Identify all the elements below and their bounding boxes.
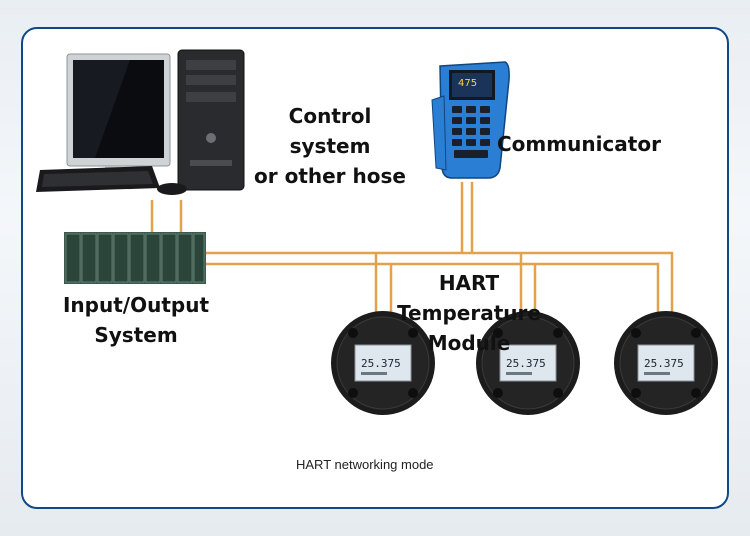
mouse-icon <box>157 183 187 195</box>
module-label: HART Temperature Module <box>366 268 572 358</box>
communicator-screen-text: 475 <box>458 78 477 89</box>
bus-line-1 <box>206 251 674 322</box>
keyboard <box>36 166 160 192</box>
control-system-line2: or other hose <box>254 164 406 188</box>
io-system-label: Input/Output System <box>62 290 210 350</box>
control-system-line1: Control system <box>288 104 372 158</box>
temperature-module-2: 25.375 <box>476 311 580 415</box>
io-rack <box>64 232 206 284</box>
io-line1: Input/Output <box>62 293 209 317</box>
control-system-label: Control system or other hose <box>250 101 410 191</box>
module-2-reading: 25.375 <box>506 357 546 370</box>
module-line2: Module <box>427 331 511 355</box>
temperature-module-3: 25.375 <box>614 311 718 415</box>
pc-tower <box>177 49 245 191</box>
module-line1: HART Temperature <box>397 271 541 325</box>
module-1-reading: 25.375 <box>361 357 401 370</box>
temperature-module-1: 25.375 <box>331 311 435 415</box>
diagram-caption: HART networking mode <box>296 457 434 472</box>
io-line2: System <box>94 323 178 347</box>
bus-line-2 <box>206 262 660 322</box>
monitor <box>66 53 171 178</box>
communicator-device: 475 <box>431 61 510 179</box>
module-3-reading: 25.375 <box>644 357 684 370</box>
wiring <box>150 182 674 322</box>
communicator-label: Communicator <box>497 132 661 156</box>
